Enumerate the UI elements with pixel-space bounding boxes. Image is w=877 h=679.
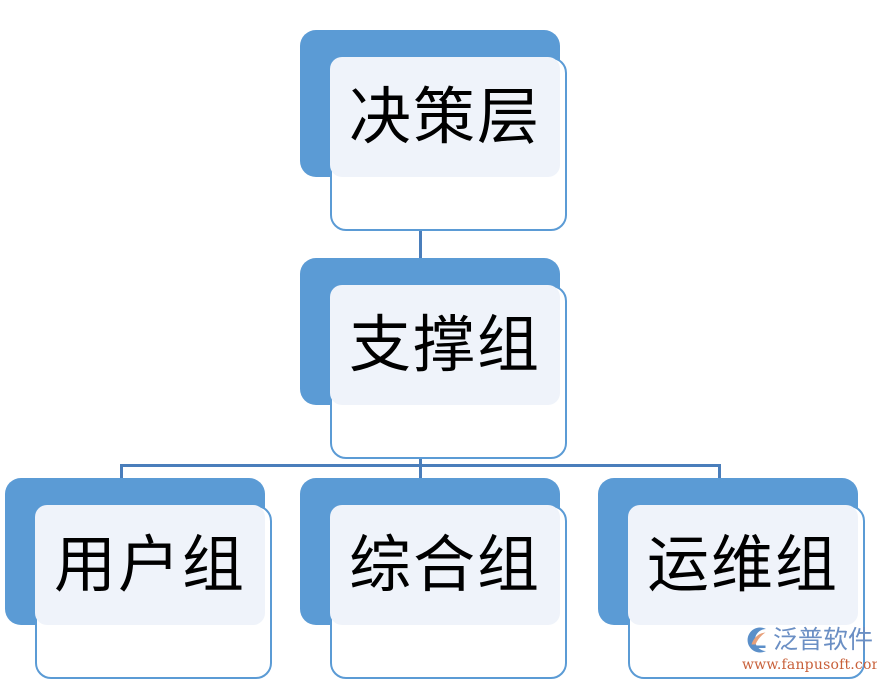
node-label: 综合组 (348, 528, 541, 601)
connector-drop-operations-group (718, 464, 721, 481)
node-label: 决策层 (348, 80, 541, 153)
node-inner-fill (330, 57, 560, 177)
node-label: 用户组 (53, 528, 246, 601)
connector-drop-comprehensive-group (419, 464, 422, 481)
node-label: 运维组 (646, 528, 839, 601)
node-inner-fill (35, 505, 265, 625)
node-inner-fill (628, 505, 858, 625)
node-inner-fill (330, 505, 560, 625)
connector-decision-to-support (419, 203, 422, 259)
node-inner-fill (330, 285, 560, 405)
node-label: 支撑组 (348, 308, 541, 381)
connector-drop-user-group (120, 464, 123, 481)
